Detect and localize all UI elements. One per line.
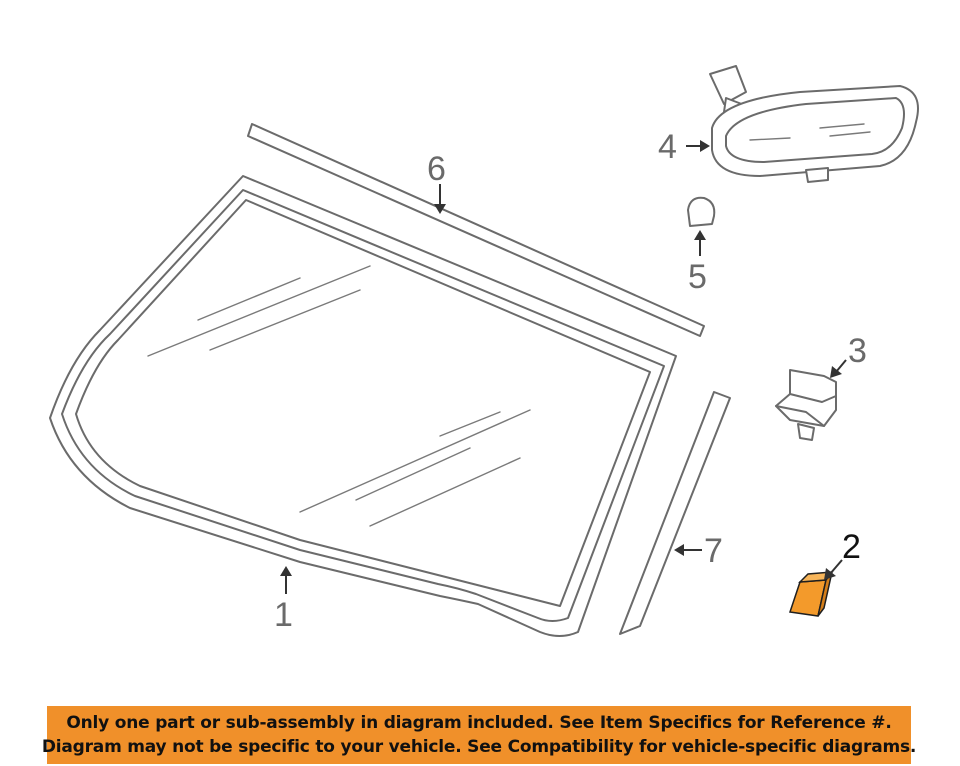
- callout-2: 2: [842, 528, 861, 566]
- callout-5: 5: [688, 258, 707, 296]
- windshield-part-1: [49, 175, 677, 637]
- callout-1: 1: [274, 596, 293, 634]
- top-molding-part-6: [247, 123, 705, 337]
- disclaimer-banner: Only one part or sub-assembly in diagram…: [42, 706, 916, 764]
- cap-part-5: [687, 196, 716, 227]
- callout-6: 6: [427, 150, 446, 188]
- parts-diagram: 6 1 4 5 3 7 2: [49, 65, 919, 637]
- callout-4: 4: [658, 128, 677, 166]
- pad-part-2-highlighted: [789, 571, 834, 617]
- disclaimer-line-2: Diagram may not be specific to your vehi…: [41, 737, 917, 757]
- side-molding-part-7: [619, 391, 731, 635]
- bracket-part-3: [775, 369, 837, 441]
- callout-7: 7: [704, 532, 723, 570]
- callout-3: 3: [848, 332, 867, 370]
- mirror-part-4: [709, 65, 919, 183]
- leader-arrows: [280, 140, 847, 594]
- disclaimer-line-1: Only one part or sub-assembly in diagram…: [66, 713, 892, 733]
